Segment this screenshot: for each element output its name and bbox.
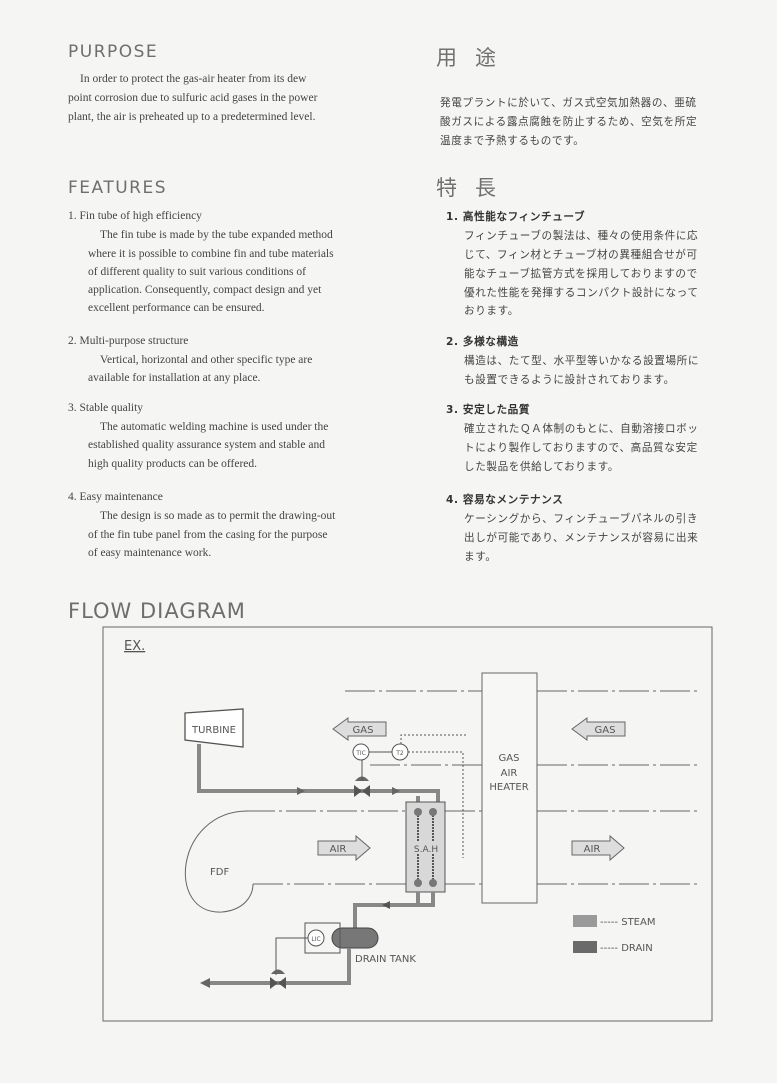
feature-jp-text: ます。 <box>464 551 497 563</box>
drain-valve-icon <box>270 969 286 989</box>
feature-text: Vertical, horizontal and other specific … <box>100 354 313 366</box>
feature-text: of different quality to suit various con… <box>88 266 306 278</box>
legend-steam-label: ----- STEAM <box>600 917 655 928</box>
purpose-jp-text: 発電プラントに於いて、ガス式空気加熱器の、亜硫 <box>440 97 697 109</box>
tic-label: TIC <box>355 750 366 757</box>
feature-text: where it is possible to combine fin and … <box>88 248 334 260</box>
lic-label: LIC <box>311 936 320 943</box>
feature-text: high quality products can be offered. <box>88 458 258 470</box>
gas-air-heater <box>481 672 538 904</box>
fdf-label: FDF <box>210 867 229 878</box>
t2-label: T2 <box>395 750 404 757</box>
feature-jp-text: おります。 <box>464 305 519 317</box>
drain-pipe <box>353 903 425 928</box>
feature-text: of the fin tube panel from the casing fo… <box>88 529 328 541</box>
gas-arrow-left: GAS <box>332 717 387 741</box>
control-valve-icon <box>354 760 370 797</box>
feature-jp-title: 1. 高性能なフィンチューブ <box>446 211 586 223</box>
features-jp-heading: 特長 <box>436 176 514 200</box>
feature-jp-text: 構造は、たて型、水平型等いかなる設置場所に <box>464 355 700 367</box>
legend-drain-swatch <box>573 941 597 953</box>
air-arrow-left: AIR <box>317 834 371 862</box>
feature-jp-text: トにより製作しておりますので、高品質な安定 <box>464 442 698 454</box>
air-arrow-right: AIR <box>571 834 625 862</box>
features-heading: FEATURES <box>68 178 168 198</box>
flow-arrow-icon <box>382 901 390 909</box>
ex-label: EX. <box>124 639 145 654</box>
outlet-arrow-icon <box>200 978 210 988</box>
feature-text: available for installation at any place. <box>88 372 261 384</box>
feature-jp-text: 優れた性能を発揮するコンパクト設計になって <box>464 287 699 299</box>
svg-text:AIR: AIR <box>584 844 601 855</box>
drain-tank-label: DRAIN TANK <box>355 954 416 965</box>
signal-line <box>400 734 466 858</box>
legend-drain-label: ----- DRAIN <box>600 943 653 954</box>
feature-jp-title: 4. 容易なメンテナンス <box>446 494 564 506</box>
feature-text: excellent performance can be ensured. <box>88 302 265 314</box>
duct-lines <box>245 690 700 885</box>
feature-jp-text: フィンチューブの製法は、種々の使用条件に応 <box>464 230 699 242</box>
feature-text: of easy maintenance work. <box>88 547 212 559</box>
gas-arrow-right: GAS <box>571 717 626 741</box>
feature-jp-text: ケーシングから、フィンチューブパネルの引き <box>464 513 699 525</box>
steam-pipe <box>197 744 440 802</box>
feature-title: 4. Easy maintenance <box>68 491 163 503</box>
feature-jp-text: じて、フィン材とチューブ材の異種組合せが可 <box>464 249 698 261</box>
heater-label: AIR <box>501 768 518 779</box>
feature-jp-text: 出しが可能であり、メンテナンスが容易に出来 <box>464 532 699 544</box>
feature-jp-text: 確立されたＱＡ体制のもとに、自動溶接ロボッ <box>464 423 699 435</box>
turbine <box>184 708 244 748</box>
diagram-frame <box>102 626 713 1022</box>
svg-text:AIR: AIR <box>330 844 347 855</box>
heater-label: GAS <box>499 753 520 764</box>
feature-text: The automatic welding machine is used un… <box>100 421 329 433</box>
turbine-label: TURBINE <box>191 725 236 736</box>
feature-jp-title: 3. 安定した品質 <box>446 404 531 416</box>
feature-text: application. Consequently, compact desig… <box>88 284 322 296</box>
feature-title: 1. Fin tube of high efficiency <box>68 210 202 222</box>
feature-title: 2. Multi-purpose structure <box>68 335 189 347</box>
purpose-text: plant, the air is preheated up to a pred… <box>68 111 316 123</box>
drain-tank <box>331 927 379 949</box>
purpose-jp-text: 酸ガスによる露点腐蝕を防止するため、空気を所定 <box>440 116 698 128</box>
purpose-text: point corrosion due to sulfuric acid gas… <box>68 92 318 104</box>
svg-text:GAS: GAS <box>353 725 374 736</box>
feature-jp-text: 能なチューブ拡管方式を採用しておりますので <box>464 268 698 280</box>
feature-title: 3. Stable quality <box>68 402 144 414</box>
legend-steam-swatch <box>573 915 597 927</box>
flow-arrow-icon <box>392 787 400 795</box>
drain-outlet-pipe <box>205 948 351 985</box>
feature-text: established quality assurance system and… <box>88 439 325 451</box>
feature-jp-text: も設置できるように設計されております。 <box>464 374 675 386</box>
purpose-text: In order to protect the gas-air heater f… <box>80 73 307 85</box>
feature-jp-text: した製品を供給しております。 <box>464 461 620 473</box>
purpose-heading: PURPOSE <box>68 42 159 62</box>
steam-air-heater: S.A.H <box>405 801 446 893</box>
feature-jp-title: 2. 多様な構造 <box>446 336 519 348</box>
purpose-jp-heading: 用途 <box>436 46 514 70</box>
sah-label: S.A.H <box>414 845 438 855</box>
feature-text: The fin tube is made by the tube expande… <box>100 229 333 241</box>
flow-arrow-icon <box>297 787 305 795</box>
fdf-fan <box>184 810 254 913</box>
heater-label: HEATER <box>489 782 528 793</box>
feature-text: The design is so made as to permit the d… <box>100 510 336 522</box>
purpose-jp-text: 温度まで予熱するものです。 <box>440 135 585 147</box>
svg-text:GAS: GAS <box>595 725 616 736</box>
flow-diagram-heading: FLOW DIAGRAM <box>68 599 246 623</box>
